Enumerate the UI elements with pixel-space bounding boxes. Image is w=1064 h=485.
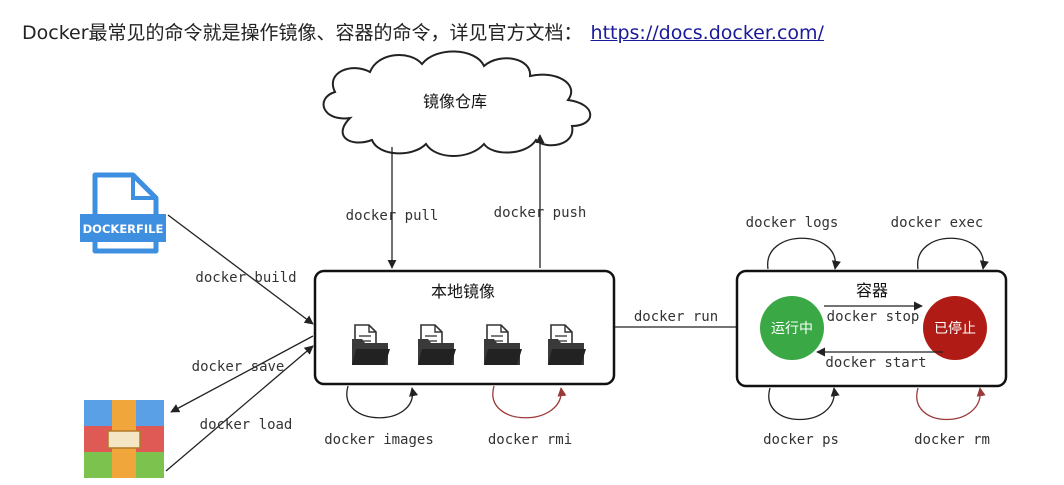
start-command: docker start <box>825 355 926 371</box>
ps-loop-arrow <box>768 387 840 420</box>
rm-loop-arrow <box>916 387 986 420</box>
registry-cloud <box>322 50 592 157</box>
registry-label: 镜像仓库 <box>423 92 487 111</box>
build-arrow <box>167 214 314 325</box>
build-command: docker build <box>195 270 296 286</box>
stopped-state <box>923 296 987 360</box>
exec-command: docker exec <box>891 215 984 231</box>
save-command: docker save <box>192 359 285 375</box>
local-images-box <box>313 269 616 386</box>
run-command: docker run <box>634 309 718 325</box>
logs-command: docker logs <box>746 215 839 231</box>
rmi-command: docker rmi <box>488 432 572 448</box>
heading-text: Docker最常见的命令就是操作镜像、容器的命令，详见官方文档： <box>22 22 583 44</box>
push-command: docker push <box>494 205 587 221</box>
save-arrow <box>170 335 314 413</box>
local-images-label: 本地镜像 <box>431 282 495 301</box>
stop-command: docker stop <box>827 309 920 325</box>
rmi-loop-arrow <box>492 385 567 419</box>
exec-loop-arrow <box>917 237 989 270</box>
container-label: 容器 <box>856 281 888 300</box>
load-command: docker load <box>200 417 293 433</box>
rm-command: docker rm <box>914 432 990 448</box>
running-label: 运行中 <box>771 321 813 337</box>
images-command: docker images <box>324 432 434 448</box>
logs-loop-arrow <box>767 237 841 270</box>
running-state <box>760 296 824 360</box>
dockerfile-icon: DOCKERFILE <box>80 172 166 254</box>
dockerfile-label: DOCKERFILE <box>83 222 164 236</box>
ps-command: docker ps <box>763 432 839 448</box>
page-heading: Docker最常见的命令就是操作镜像、容器的命令，详见官方文档： https://… <box>22 18 824 45</box>
docs-link[interactable]: https://docs.docker.com/ <box>590 22 824 44</box>
stopped-label: 已停止 <box>934 320 976 337</box>
archive-icon <box>84 400 164 478</box>
images-loop-arrow <box>346 385 419 419</box>
pull-command: docker pull <box>346 208 439 224</box>
load-arrow <box>165 345 314 472</box>
